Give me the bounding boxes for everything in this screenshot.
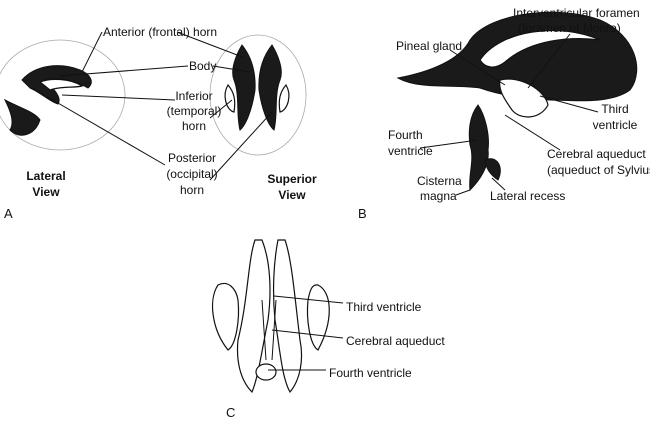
pineal-gland-label: Pineal gland — [396, 39, 462, 53]
cisterna-magna-label-2: magna — [420, 189, 457, 203]
cisterna-magna-label-1: Cisterna — [417, 174, 462, 188]
anterior-horn-label: Anterior (frontal) horn — [103, 25, 217, 39]
panel-a-letter: A — [4, 206, 13, 221]
panel-a-leader-lines — [31, 31, 273, 181]
cerebral-aqueduct-label-2: (aqueduct of Sylvius) — [547, 163, 650, 177]
sagittal-ventricle-drawing — [396, 11, 638, 192]
panel-b-letter: B — [358, 206, 367, 221]
third-ventricle-label-2: ventricle — [593, 118, 638, 132]
inferior-horn-label-2: (temporal) — [167, 104, 222, 118]
inferior-horn-label-3: horn — [182, 119, 206, 133]
posterior-horn-label-2: (occipital) — [166, 167, 217, 181]
fourth-ventricle-label-2: ventricle — [388, 144, 433, 158]
cerebral-aqueduct-c-label: Cerebral aqueduct — [346, 334, 445, 348]
panel-c-leader-lines — [268, 295, 344, 371]
posterior-horn-label-1: Posterior — [168, 151, 216, 165]
lateral-view-title-2: View — [32, 185, 60, 199]
superior-view-title-1: Superior — [267, 172, 317, 186]
lateral-view-title-1: Lateral — [26, 169, 65, 183]
fourth-ventricle-c-label: Fourth ventricle — [329, 366, 412, 380]
lateral-recess-label: Lateral recess — [490, 189, 565, 203]
third-ventricle-label-1: Third — [601, 102, 628, 116]
third-ventricle-c-label: Third ventricle — [346, 300, 422, 314]
fourth-ventricle-label-1: Fourth — [388, 128, 423, 142]
inferior-horn-label-1: Inferior — [175, 89, 212, 103]
anterior-ventricle-drawing — [211, 239, 330, 394]
superior-view-drawing — [209, 34, 307, 156]
interventricular-foramen-label-2: (foramen of Monro) — [518, 21, 621, 35]
interventricular-foramen-label-1: Interventricular foramen — [513, 6, 640, 20]
posterior-horn-label-3: horn — [180, 183, 204, 197]
cerebral-aqueduct-label-1: Cerebral aqueduct — [547, 147, 646, 161]
superior-view-title-2: View — [278, 188, 306, 202]
panel-b-leader-lines — [419, 33, 599, 196]
body-label: Body — [189, 59, 216, 73]
panel-c-letter: C — [226, 405, 235, 420]
